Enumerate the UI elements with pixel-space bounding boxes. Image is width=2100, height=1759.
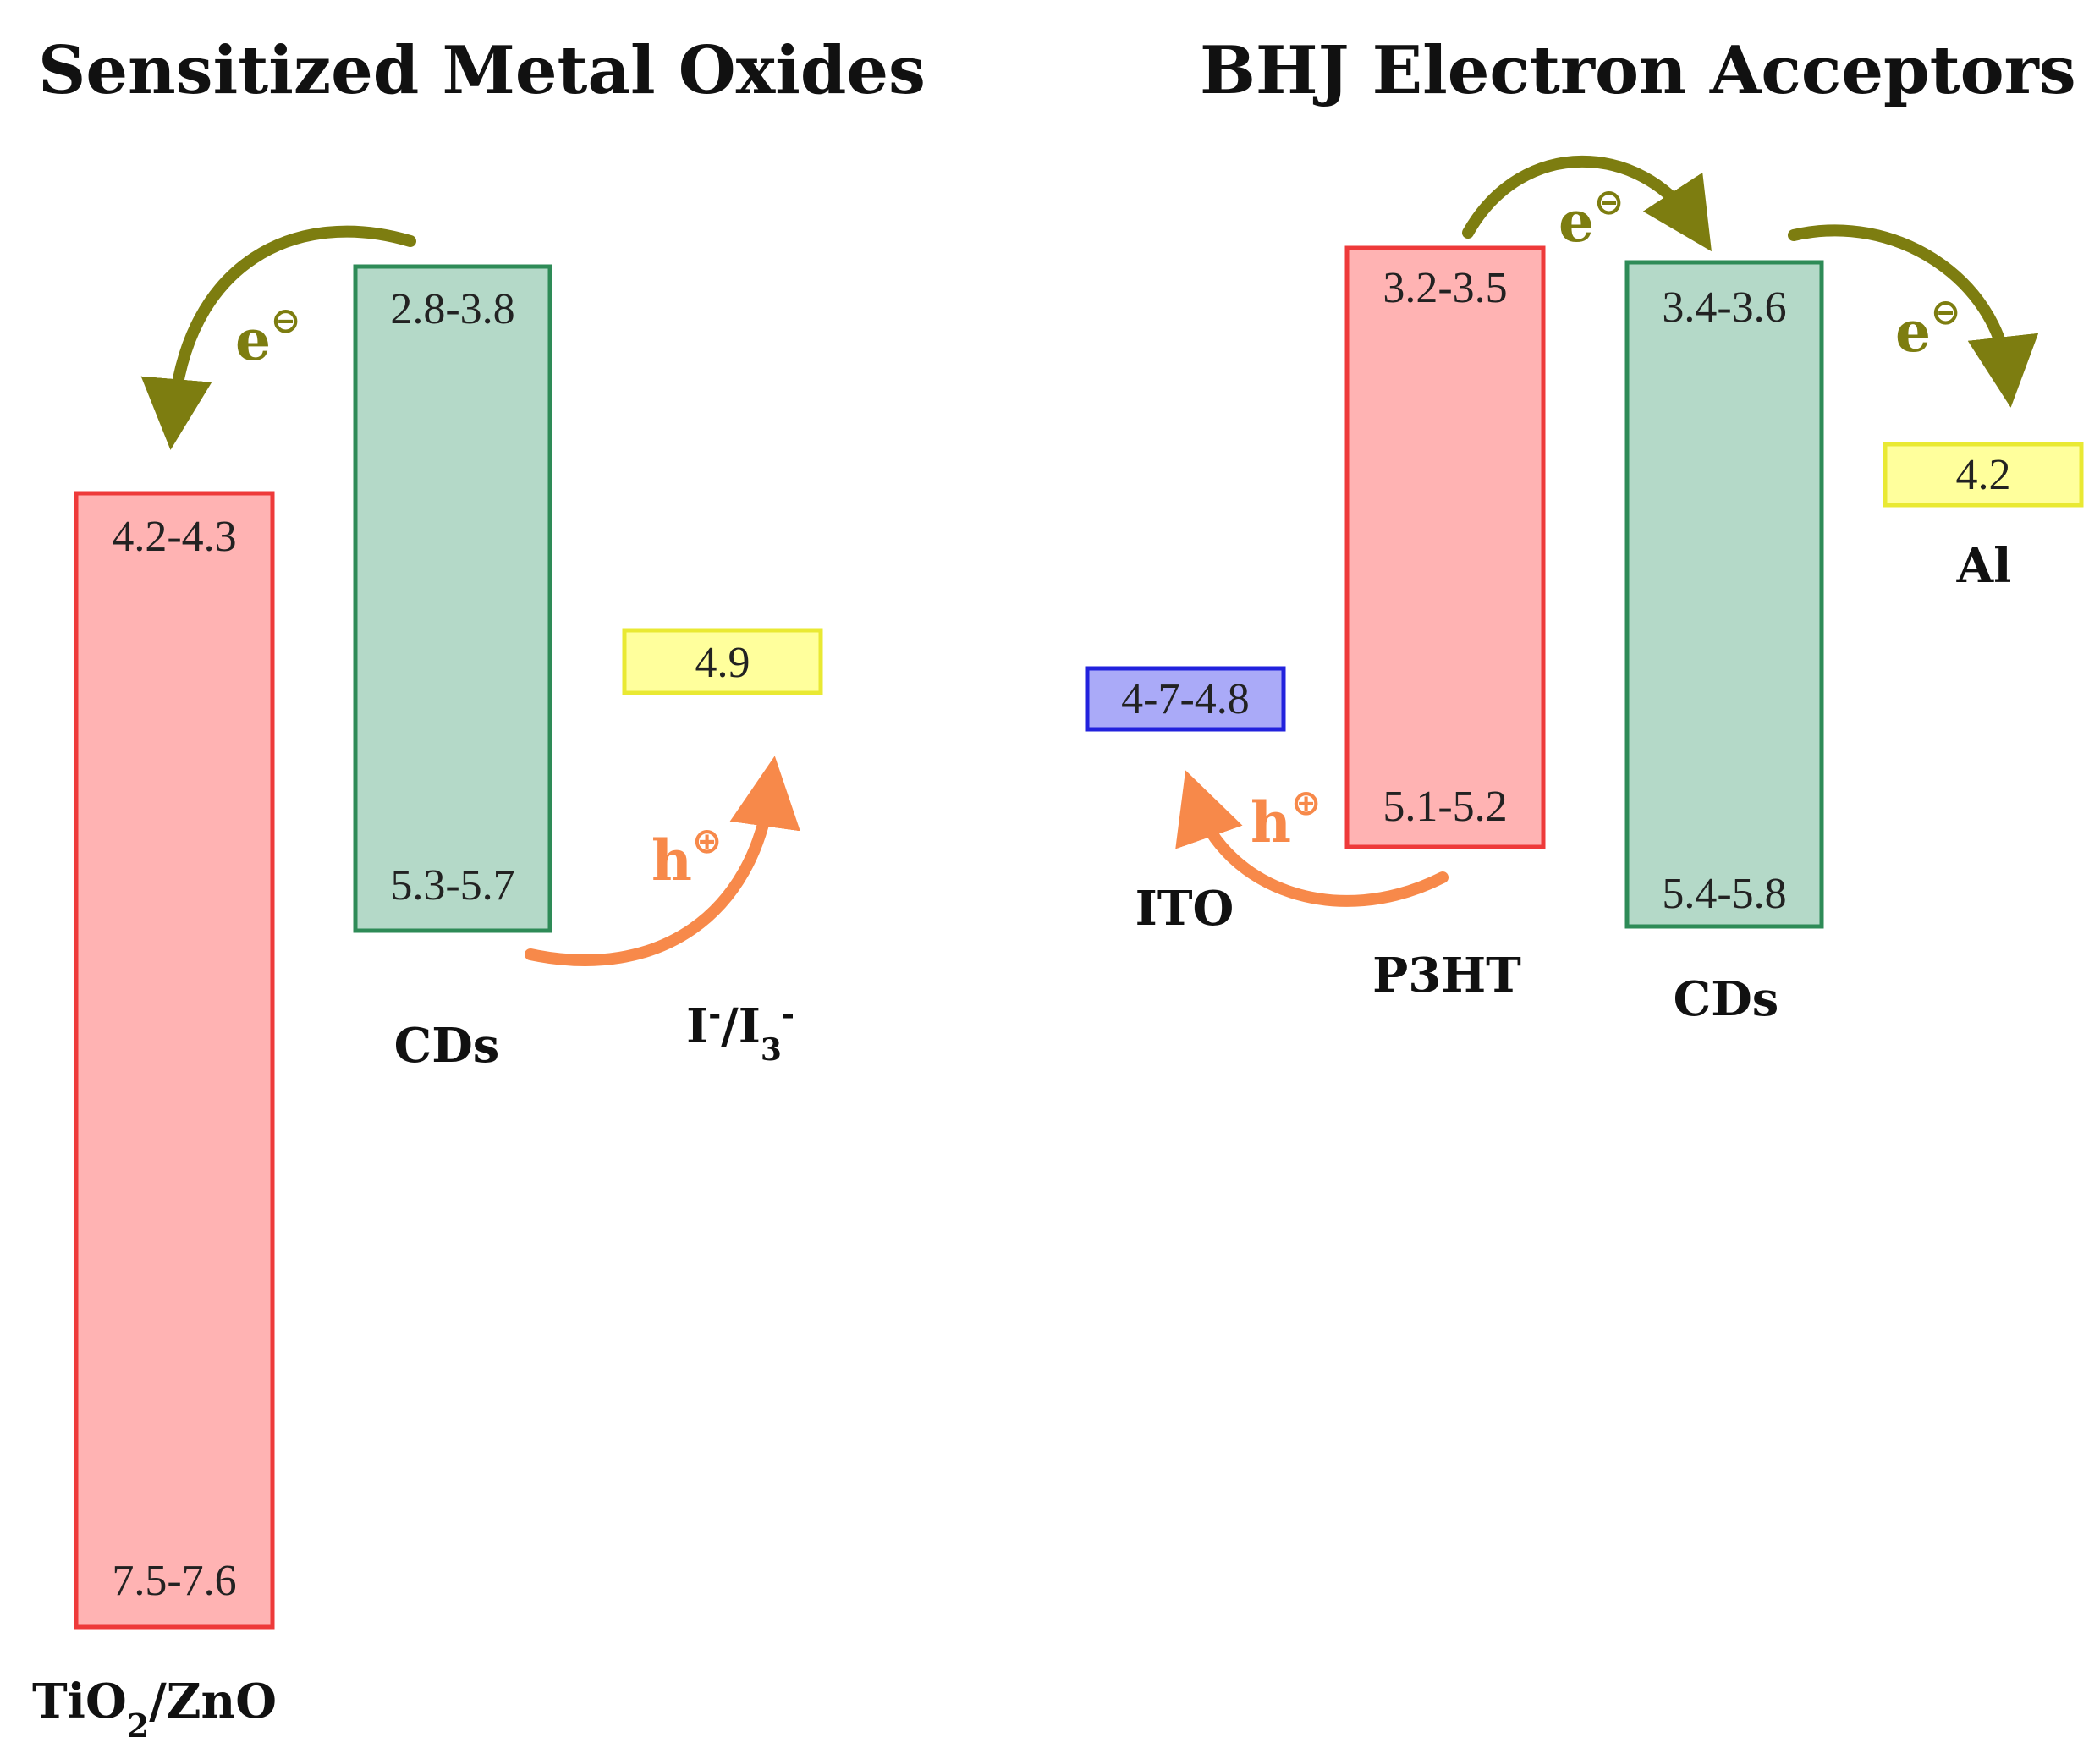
ito-value: 4-7-4.8 bbox=[1121, 675, 1250, 723]
cds-right-top-value: 3.4-3.6 bbox=[1662, 283, 1786, 332]
hole-arrow-left bbox=[525, 756, 800, 966]
electron-transfer-arrow-left: e⊖ bbox=[140, 225, 416, 450]
redox-value: 4.9 bbox=[695, 639, 750, 687]
cds-band-right: 3.4-3.6 5.4-5.8 CDs bbox=[1624, 260, 1824, 1027]
right-panel: BHJ Electron Acceptors 4-7-4.8 ITO 3.2-3… bbox=[1085, 32, 2084, 1027]
hole-label-left: h⊕ bbox=[651, 820, 722, 893]
cds-right-label: CDs bbox=[1674, 971, 1779, 1027]
tio2-zno-bar bbox=[74, 491, 275, 1630]
cds-right-bottom-value: 5.4-5.8 bbox=[1662, 870, 1786, 918]
al-value: 4.2 bbox=[1956, 451, 2011, 499]
al-label: Al bbox=[1956, 538, 2012, 594]
tio2-zno-top-value: 4.2-4.3 bbox=[112, 513, 236, 561]
hole-label-right: h⊕ bbox=[1251, 782, 1321, 855]
p3ht-band: 3.2-3.5 5.1-5.2 P3HT bbox=[1344, 245, 1546, 1003]
cds-left-bottom-value: 5.3-5.7 bbox=[390, 861, 514, 910]
redox-level: 4.9 I-/I3- bbox=[622, 628, 823, 1068]
ito-bar bbox=[1085, 666, 1286, 732]
redox-bar bbox=[622, 628, 823, 695]
hole-transfer-arrow-left: h⊕ bbox=[525, 756, 800, 966]
hole-transfer-arrow-right: h⊕ bbox=[1175, 770, 1449, 907]
tio2-zno-band: 4.2-4.3 7.5-7.6 TiO2/ZnO bbox=[32, 491, 277, 1745]
cds-bar-right bbox=[1624, 260, 1824, 929]
electron-arrow-left bbox=[140, 225, 416, 450]
electron-arrow-right-1 bbox=[1462, 155, 1712, 252]
electron-label-right-2: e⊖ bbox=[1895, 291, 1960, 365]
electron-label-right-1: e⊖ bbox=[1559, 181, 1624, 255]
cds-left-top-value: 2.8-3.8 bbox=[390, 285, 514, 333]
ito-level: 4-7-4.8 ITO bbox=[1085, 666, 1286, 937]
electron-transfer-arrow-right-2: e⊖ bbox=[1788, 224, 2039, 408]
right-panel-title: BHJ Electron Acceptors bbox=[1200, 32, 2076, 109]
electron-arrow-right-2 bbox=[1788, 224, 2039, 408]
p3ht-bottom-value: 5.1-5.2 bbox=[1383, 783, 1507, 831]
cds-band-left: 2.8-3.8 5.3-5.7 CDs bbox=[353, 264, 552, 1074]
left-panel-title: Sensitized Metal Oxides bbox=[38, 32, 926, 109]
al-bar bbox=[1883, 442, 2084, 508]
al-level: 4.2 Al bbox=[1883, 442, 2084, 594]
p3ht-top-value: 3.2-3.5 bbox=[1383, 264, 1507, 312]
tio2-zno-bottom-value: 7.5-7.6 bbox=[112, 1557, 236, 1605]
tio2-zno-label: TiO2/ZnO bbox=[32, 1674, 277, 1745]
redox-label: I-/I3- bbox=[686, 997, 794, 1068]
cds-left-label: CDs bbox=[394, 1018, 500, 1074]
left-panel: Sensitized Metal Oxides 4.2-4.3 7.5-7.6 … bbox=[32, 32, 926, 1745]
electron-label-left: e⊖ bbox=[235, 300, 300, 373]
hole-arrow-right bbox=[1175, 770, 1449, 907]
p3ht-label: P3HT bbox=[1372, 948, 1521, 1003]
ito-label: ITO bbox=[1135, 881, 1234, 937]
p3ht-bar bbox=[1344, 245, 1546, 849]
cds-bar-left bbox=[353, 264, 552, 933]
electron-transfer-arrow-right-1: e⊖ bbox=[1462, 155, 1712, 255]
